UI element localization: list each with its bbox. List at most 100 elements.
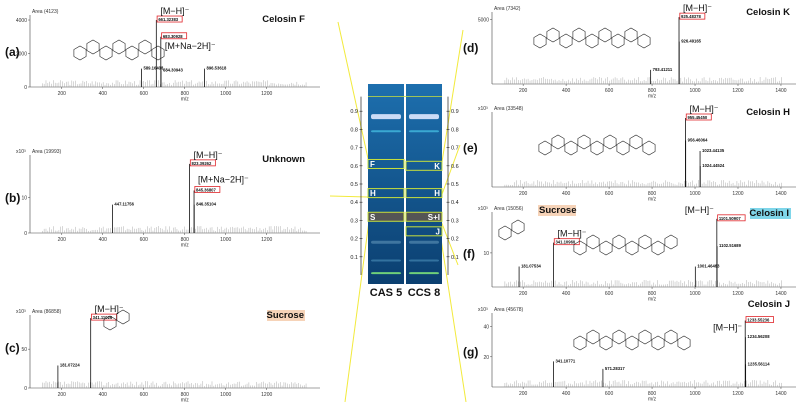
area-label: Area (19993) <box>32 149 62 155</box>
area-label: Area (45678) <box>494 307 524 313</box>
peak-label: 925.48378 <box>681 14 701 19</box>
peak-label: 684.30943 <box>163 67 183 72</box>
ring <box>612 329 626 345</box>
x-tick-label: 1400 <box>775 191 786 197</box>
ring <box>638 234 652 250</box>
ring <box>103 315 117 331</box>
panel-letter: (b) <box>5 191 20 205</box>
ring <box>611 33 625 49</box>
peak-label: 683.30928 <box>163 34 183 39</box>
peak-label: 571.28317 <box>605 366 625 371</box>
x-tick-label: 1200 <box>732 291 743 297</box>
chemical-structure <box>573 329 691 351</box>
sucrose-highlight <box>267 310 305 321</box>
y-tick-label: 20 <box>483 355 489 361</box>
tlc-box <box>405 226 443 237</box>
compound-name: Sucrose <box>267 310 305 321</box>
peak-label: 823.39262 <box>192 161 212 166</box>
ring <box>599 240 613 256</box>
compound-name: Celosin F <box>262 14 305 25</box>
x-tick-label: 600 <box>605 391 614 397</box>
highlight-box <box>745 316 774 323</box>
rf-tick-label: 0.2 <box>350 237 358 243</box>
peak-label: 661.32383 <box>158 17 178 22</box>
y-tick-label: 0 <box>24 231 27 237</box>
connector-line <box>440 29 464 169</box>
x-tick-label: 400 <box>562 191 571 197</box>
ion-label: [M+Na−2H]⁻ <box>198 174 249 184</box>
highlight-box <box>161 32 188 40</box>
peak-label: 589.16408 <box>144 66 164 71</box>
peak-label: 1023.44135 <box>702 148 725 153</box>
ring <box>138 39 152 55</box>
sucrose-highlight <box>538 205 576 216</box>
y-tick-label: 10 <box>483 251 489 257</box>
area-label: Area (86858) <box>32 309 62 315</box>
y-exponent: x10³ <box>478 307 488 313</box>
lane-label: CCS 8 <box>408 287 440 299</box>
rf-tick-label: 0.1 <box>350 255 358 261</box>
compound-name: Celosin J <box>748 299 790 310</box>
x-tick-label: 1000 <box>220 237 231 243</box>
x-tick-label: 1200 <box>732 191 743 197</box>
x-tick-label: 800 <box>648 191 657 197</box>
x-axis-label: m/z <box>648 397 657 402</box>
tlc-box-label: S <box>370 213 376 222</box>
ring <box>116 309 130 325</box>
rf-tick-label: 0.4 <box>350 200 358 206</box>
ring <box>498 225 512 241</box>
y-tick-label: 5000 <box>478 18 489 24</box>
tlc-box-label: K <box>434 162 440 171</box>
tlc-band <box>371 114 401 120</box>
x-axis-label: m/z <box>181 97 190 103</box>
x-tick-label: 200 <box>58 237 67 243</box>
y-exponent: x10³ <box>16 309 26 315</box>
tlc-box <box>405 160 443 171</box>
highlight-box <box>679 12 706 20</box>
chemical-structure <box>573 234 678 256</box>
y-exponent: x10³ <box>478 206 488 212</box>
y-tick-label: 50 <box>21 347 27 353</box>
rf-tick-label: 0.7 <box>451 146 459 152</box>
x-tick-label: 200 <box>519 391 528 397</box>
peak-label: 1001.46463 <box>697 264 720 269</box>
lane-label: CAS 5 <box>370 287 402 299</box>
peak-label: 341.10960 <box>555 240 575 245</box>
panel-letter: (c) <box>5 341 20 355</box>
x-tick-label: 200 <box>58 392 67 398</box>
chemical-structure <box>103 309 130 331</box>
x-tick-label: 600 <box>605 291 614 297</box>
x-axis-label: m/z <box>181 243 190 249</box>
rf-tick-label: 0.8 <box>451 127 459 133</box>
ring <box>664 329 678 345</box>
connector-line <box>344 220 370 402</box>
peak-label: 793.41211 <box>653 67 673 72</box>
ring <box>585 33 599 49</box>
ring <box>577 134 591 150</box>
tlc-lane <box>406 84 442 284</box>
rf-tick-label: 0.1 <box>451 255 459 261</box>
chemical-structure <box>498 219 525 241</box>
peak-label: 1101.50907 <box>719 216 742 221</box>
x-tick-label: 800 <box>648 391 657 397</box>
x-axis-label: m/z <box>648 197 657 203</box>
panel-letter: (d) <box>463 41 478 55</box>
x-tick-label: 1000 <box>220 91 231 97</box>
connector-line <box>440 144 461 198</box>
x-tick-label: 800 <box>648 88 657 94</box>
x-tick-label: 1400 <box>775 88 786 94</box>
highlight-box <box>717 214 746 222</box>
x-tick-label: 400 <box>562 391 571 397</box>
ring <box>564 140 578 156</box>
ring <box>664 234 678 250</box>
x-tick-label: 1000 <box>689 291 700 297</box>
tlc-box <box>405 188 443 199</box>
ion-label: [M−H]⁻ <box>689 104 718 114</box>
peak-label: 846.35104 <box>196 202 216 207</box>
area-label: Area (33548) <box>494 106 524 112</box>
tlc-box-label: H <box>434 189 440 198</box>
ring <box>624 27 638 43</box>
